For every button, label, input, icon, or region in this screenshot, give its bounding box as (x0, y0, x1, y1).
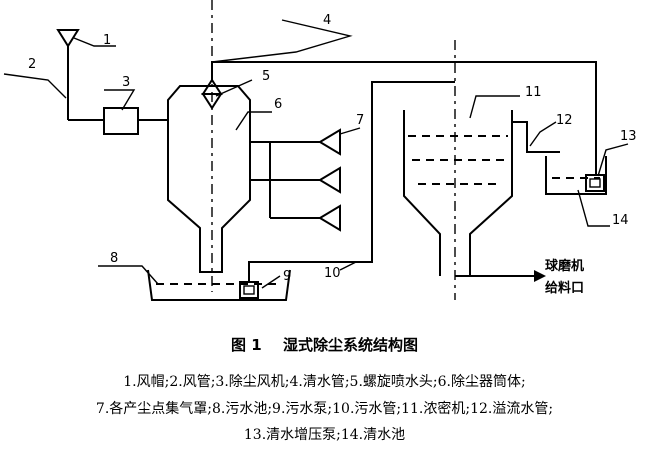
label-8: 8 (110, 251, 118, 266)
sewage-pool (147, 269, 291, 301)
overflow-pipe (512, 121, 560, 153)
wind-cap (56, 29, 80, 120)
label-10: 10 (324, 266, 341, 281)
component-numbers: 1 2 3 4 5 6 7 8 9 10 11 12 13 14 (28, 13, 637, 284)
label-2: 2 (28, 57, 36, 72)
clean-water-pool (545, 156, 607, 195)
label-13: 13 (620, 129, 637, 144)
label-7: 7 (356, 113, 364, 128)
wet-dust-removal-diagram: 球磨机 给料口 1 2 3 4 5 6 7 (3, 0, 637, 301)
figure-title: 湿式除尘系统结构图 (282, 336, 418, 354)
label-leaders (3, 19, 629, 289)
scrubber-body (167, 0, 251, 292)
figure-number: 图 1 (231, 336, 262, 354)
label-4: 4 (323, 13, 331, 28)
legend-line-2: 7.各产尘点集气罩;8.污水池;9.污水泵;10.污水管;11.浓密机;12.溢… (95, 401, 554, 417)
spiral-spray-head (201, 78, 223, 110)
clean-water-pipe (211, 61, 597, 175)
sewage-pipe (248, 81, 455, 282)
label-6: 6 (274, 97, 282, 112)
label-1: 1 (103, 33, 111, 48)
dust-removal-fan (103, 107, 168, 135)
outlet-label-line2: 给料口 (545, 280, 584, 296)
ball-mill-outlet: 球磨机 给料口 (455, 258, 584, 296)
outlet-label-line1: 球磨机 (545, 258, 584, 274)
thickener (403, 40, 513, 300)
label-11: 11 (525, 85, 542, 100)
legend-line-3: 13.清水增压泵;14.清水池 (243, 427, 406, 443)
label-12: 12 (556, 113, 573, 128)
label-9: 9 (283, 269, 291, 284)
label-3: 3 (122, 75, 130, 90)
figure-caption: 图 1 湿式除尘系统结构图 (0, 334, 649, 355)
dust-collection-hoods (250, 128, 341, 232)
clean-water-booster-pump (585, 174, 605, 192)
label-14: 14 (612, 213, 629, 228)
label-5: 5 (262, 69, 270, 84)
legend-line-1: 1.风帽;2.风管;3.除尘风机;4.清水管;5.螺旋喷水头;6.除尘器筒体; (123, 374, 526, 390)
